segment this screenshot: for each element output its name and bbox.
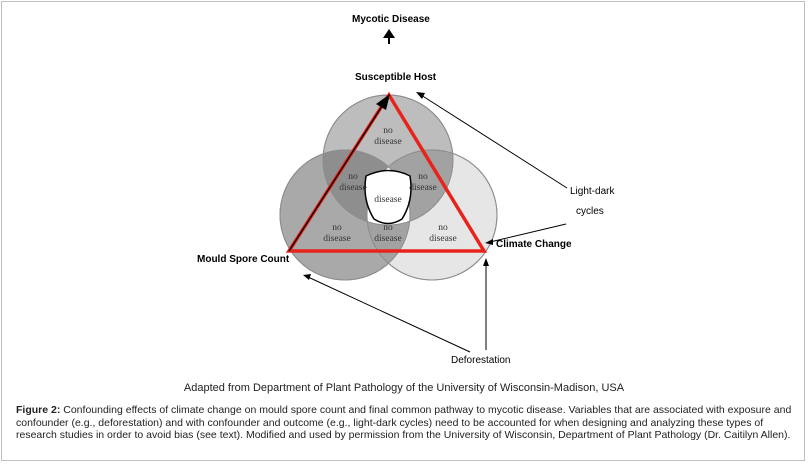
- region-center-disease: disease: [374, 195, 402, 205]
- label-susceptible-host: Susceptible Host: [355, 72, 437, 83]
- arrowhead-disease: [383, 29, 395, 38]
- label-cycles: cycles: [576, 206, 604, 217]
- arrow-lightdark-host: [420, 94, 568, 189]
- label-mould-spore-count: Mould Spore Count: [197, 254, 290, 265]
- title-mycotic-disease: Mycotic Disease: [352, 14, 430, 25]
- venn-diagram: [279, 29, 568, 353]
- arrowhead-host: [376, 94, 390, 110]
- label-climate-change: Climate Change: [496, 239, 572, 250]
- arrow-lightdark-climate: [489, 223, 567, 243]
- arrow-deforestation-mould: [307, 276, 471, 353]
- caption-prefix: Figure 2:: [16, 404, 61, 416]
- figure-caption: Figure 2: Confounding effects of climate…: [16, 404, 800, 442]
- disease-region-outline: [364, 169, 412, 225]
- arrow-mould-host: [288, 102, 385, 252]
- caption-text: Confounding effects of climate change on…: [16, 404, 792, 441]
- figure-credit: Adapted from Department of Plant Patholo…: [183, 382, 625, 394]
- label-deforestation: Deforestation: [451, 355, 511, 366]
- label-light-dark: Light-dark: [570, 186, 615, 197]
